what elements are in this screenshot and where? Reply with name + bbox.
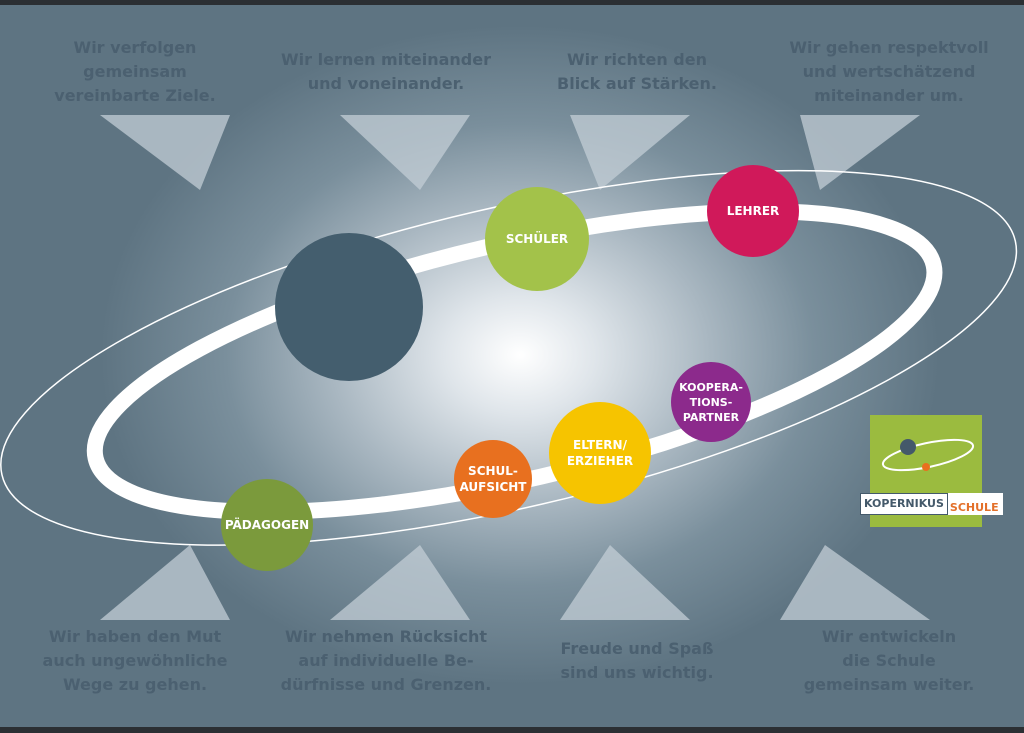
planet-eltern-erzieher: ELTERN/ ERZIEHER [549, 402, 651, 504]
planet-lehrer: LEHRER [707, 165, 799, 257]
value-box-bottom-3: Freude und Spaß sind uns wichtig. [560, 639, 714, 682]
value-box-top-4: Wir gehen respektvoll und wertschätzend … [789, 38, 989, 105]
logo-orbit-icon [881, 438, 975, 472]
bubble-tail-top-2 [340, 115, 470, 190]
bubble-tail-top-3 [570, 115, 690, 190]
planet-paedagogen: PÄDAGOGEN [221, 479, 313, 571]
bubble-tail-bottom-3 [560, 545, 690, 620]
speech-bubbles [100, 115, 930, 620]
planet-schulaufsicht: SCHUL- AUFSICHT [454, 440, 532, 518]
value-box-top-1: Wir verfolgen gemeinsam vereinbarte Ziel… [54, 38, 216, 105]
logo-wordmark: KOPERNIKUS SCHULE [860, 493, 1003, 515]
diagram-canvas: Wir verfolgen gemeinsam vereinbarte Ziel… [0, 5, 1024, 727]
value-box-bottom-4: Wir entwickeln die Schule gemeinsam weit… [803, 627, 975, 694]
orbit-thin [0, 169, 1018, 546]
bubble-tail-top-4 [800, 115, 920, 190]
planet-kooperationspartner: KOOPERA- TIONS- PARTNER [671, 362, 751, 442]
value-box-bottom-2: Wir nehmen Rücksicht auf individuelle Be… [280, 627, 492, 694]
bubble-tail-bottom-4 [780, 545, 930, 620]
center-planet [275, 233, 423, 381]
bubble-tail-top-1 [100, 115, 230, 190]
planet-schueler: SCHÜLER [485, 187, 589, 291]
logo-word-kopernikus: KOPERNIKUS [860, 493, 948, 515]
bubble-tail-bottom-2 [330, 545, 470, 620]
value-box-top-2: Wir lernen miteinander und voneinander. [281, 50, 491, 93]
value-box-bottom-1: Wir haben den Mut auch ungewöhnliche Weg… [42, 627, 228, 694]
bubble-tail-bottom-1 [100, 545, 230, 620]
value-box-top-3: Wir richten den Blick auf Stärken. [557, 50, 717, 93]
logo-word-schule: SCHULE [947, 493, 1003, 515]
